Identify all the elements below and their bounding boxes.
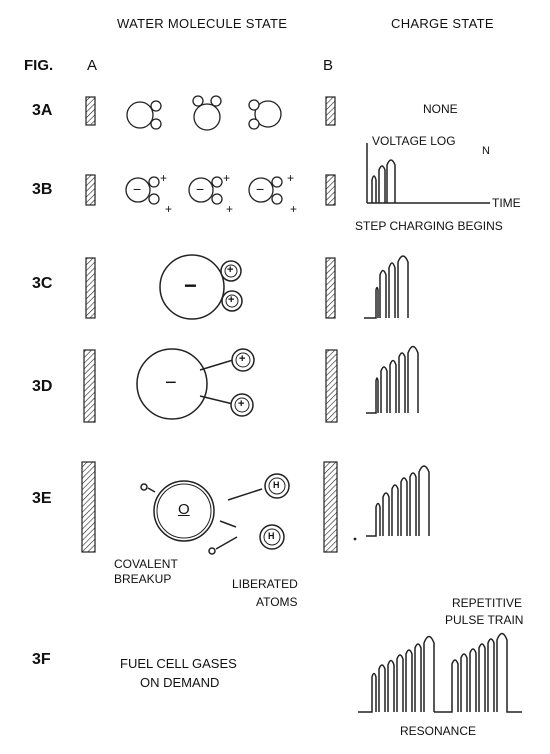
pulse-train-3c: [364, 255, 409, 319]
water-molecule: [126, 100, 162, 130]
pulse-train-3e: [366, 465, 430, 537]
plate-a-3b: [85, 174, 96, 206]
plus-sign-3b-1a: +: [160, 171, 168, 185]
pulse-train-label: PULSE TRAIN: [445, 613, 524, 627]
electron-bottom: [208, 547, 216, 555]
pulse-train-3f: [358, 632, 522, 713]
molecule-3e: [140, 473, 290, 555]
molecules-3a: [126, 95, 282, 131]
polarized-molecule: [188, 176, 223, 205]
initial-pulses: [371, 159, 396, 203]
electrode-a-plates: [81, 96, 96, 553]
plate-a-3e: [81, 461, 96, 553]
oxygen-ion-3d: [136, 348, 208, 420]
time-label: TIME: [492, 196, 521, 210]
plus-sign-3b-1b: +: [165, 202, 173, 216]
water-molecule-state-header: WATER MOLECULE STATE: [117, 16, 288, 31]
hydrogen-symbol-3e-top: H: [273, 480, 280, 490]
polarized-molecule: [248, 176, 283, 205]
resonance-label: RESONANCE: [400, 724, 477, 738]
electrode-a-label: A: [87, 57, 98, 74]
oxygen-ion-3c: [159, 254, 225, 320]
breakup-label: BREAKUP: [114, 572, 172, 586]
molecule-3c: [159, 254, 243, 320]
fuel-cell-gases-label: FUEL CELL GASES: [120, 656, 237, 671]
voltage-log-subscript: N: [482, 145, 490, 157]
electrode-b-plates: [323, 96, 338, 553]
plate-b-3d: [325, 349, 338, 423]
plate-a-3a: [85, 96, 96, 126]
row-label-3c: 3C: [32, 275, 53, 292]
row-label-3b: 3B: [32, 181, 53, 198]
row-label-3a: 3A: [32, 102, 53, 119]
step-charging-label: STEP CHARGING BEGINS: [355, 219, 503, 233]
plus-sign-3d-top: +: [239, 353, 246, 365]
row-label-3d: 3D: [32, 378, 53, 395]
repetitive-label: REPETITIVE: [452, 596, 523, 610]
liberated-label: LIBERATED: [232, 577, 298, 591]
on-demand-label: ON DEMAND: [140, 675, 220, 690]
row-label-3e: 3E: [32, 490, 52, 507]
minus-sign-3d: −: [165, 372, 177, 394]
voltage-log-graph: [366, 143, 490, 204]
none-label: NONE: [423, 102, 458, 116]
minus-sign-3b-1: −: [133, 181, 142, 197]
plus-sign-3c-bottom: +: [228, 294, 235, 306]
plate-b-3b: [325, 174, 336, 206]
molecule-3d: [136, 348, 255, 420]
electron-left-top: [140, 483, 148, 491]
oxygen-symbol-3e: O: [178, 501, 190, 518]
water-molecule: [192, 95, 222, 131]
minus-sign-3b-3: −: [256, 181, 265, 197]
charge-state-header: CHARGE STATE: [391, 16, 494, 31]
molecules-3b: [125, 176, 283, 205]
plus-sign-3b-3a: +: [287, 171, 295, 185]
water-molecule: [248, 99, 282, 130]
plate-b-3e: [323, 461, 338, 553]
minus-sign-3b-2: −: [196, 181, 205, 197]
plus-sign-3b-2b: +: [226, 202, 234, 216]
row-label-3f: 3F: [32, 651, 51, 668]
plate-b-3a: [325, 96, 336, 126]
polarized-molecule: [125, 176, 160, 205]
plus-sign-3b-3b: +: [290, 202, 298, 216]
voltage-log-label: VOLTAGE LOG: [372, 134, 456, 148]
plus-sign-3d-bottom: +: [238, 398, 245, 410]
covalent-label: COVALENT: [114, 557, 178, 571]
plate-a-3c: [85, 257, 96, 319]
minus-sign-3c: −: [184, 273, 197, 298]
pulse-train-3d: [366, 345, 419, 414]
stray-dot: [353, 537, 357, 541]
atoms-label: ATOMS: [256, 595, 298, 609]
fig-label: FIG.: [24, 57, 54, 74]
hydrogen-symbol-3e-bottom: H: [268, 531, 275, 541]
plate-b-3c: [325, 257, 336, 319]
plus-sign-3c-top: +: [227, 264, 234, 276]
plus-sign-3b-2a: +: [223, 171, 231, 185]
plate-a-3d: [83, 349, 96, 423]
electrode-b-label: B: [323, 57, 334, 74]
